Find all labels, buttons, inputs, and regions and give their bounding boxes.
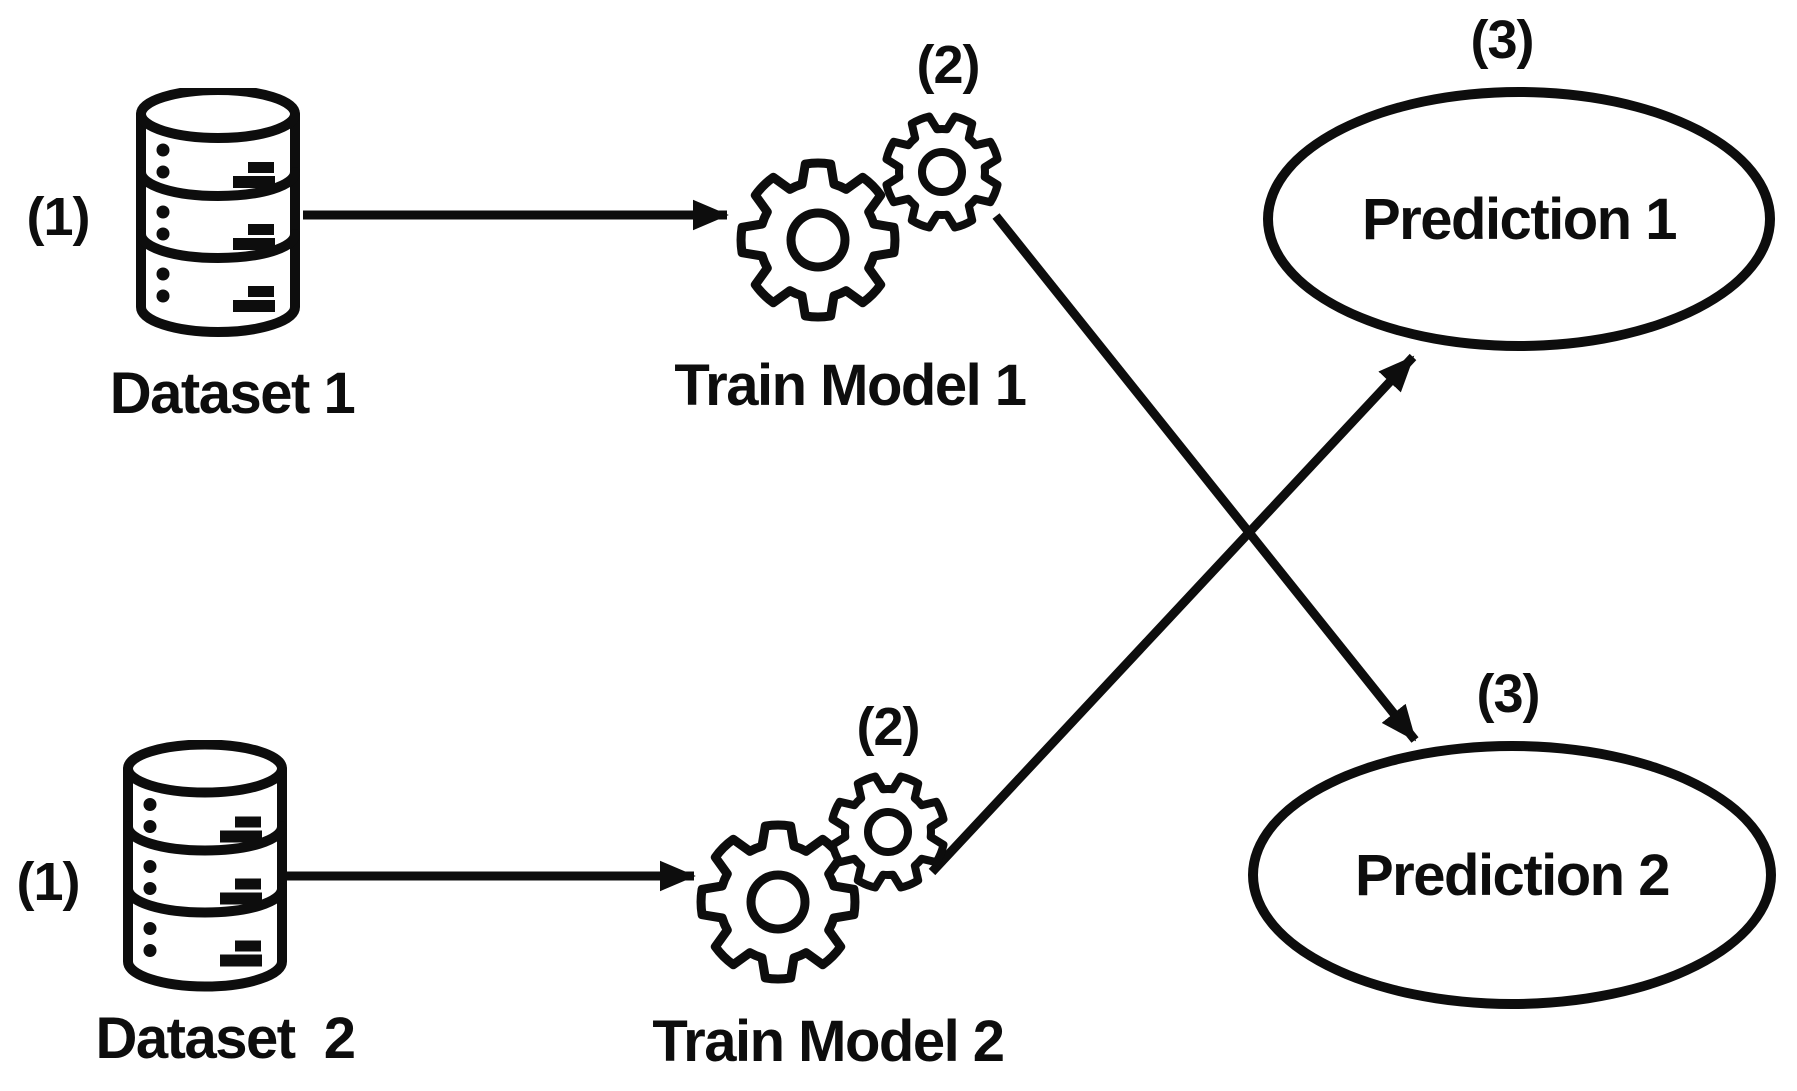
prediction1-label: Prediction 1 xyxy=(1362,186,1677,252)
step-label-trainmodel1: (2) xyxy=(916,35,981,95)
step-label-prediction1: (3) xyxy=(1470,10,1535,70)
database-icon-detail xyxy=(143,798,262,967)
trainmodel1-label: Train Model 1 xyxy=(674,353,1027,418)
step-label-trainmodel2: (2) xyxy=(856,697,921,757)
gears-icon xyxy=(696,772,948,984)
step-label-dataset1: (1) xyxy=(26,187,91,247)
gears-icon xyxy=(736,112,1002,322)
prediction1-node: Prediction 1 xyxy=(1263,87,1775,351)
trainmodel2-label: Train Model 2 xyxy=(652,1009,1005,1074)
database-icon xyxy=(123,740,287,992)
database-icon-detail xyxy=(156,143,275,312)
dataset2-label: Dataset 2 xyxy=(95,1006,356,1071)
step-label-prediction2: (3) xyxy=(1476,664,1541,724)
dataset1-label: Dataset 1 xyxy=(109,361,356,426)
prediction2-node: Prediction 2 xyxy=(1248,741,1776,1009)
database-icon xyxy=(136,88,300,337)
prediction2-label: Prediction 2 xyxy=(1355,842,1670,908)
step-label-dataset2: (1) xyxy=(16,852,81,912)
